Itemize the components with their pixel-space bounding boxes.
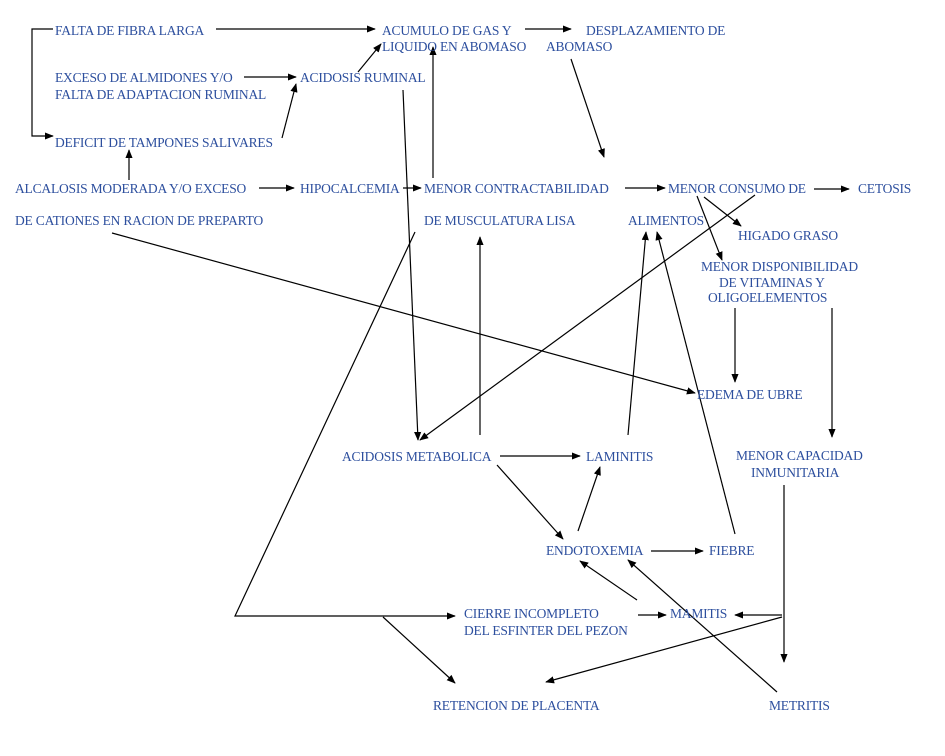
node-acumulo-gas: ACUMULO DE GAS Y bbox=[382, 23, 512, 38]
node-esfinter-pezon: DEL ESFINTER DEL PEZON bbox=[464, 623, 628, 638]
node-deficit-tampones: DEFICIT DE TAMPONES SALIVARES bbox=[55, 135, 273, 150]
node-menor-contractabilidad: MENOR CONTRACTABILIDAD bbox=[424, 181, 609, 196]
arrow-acidosis-ruminal-to-metabolica bbox=[402, 89, 422, 441]
node-abomaso: ABOMASO bbox=[546, 39, 613, 54]
node-vitaminas: DE VITAMINAS Y bbox=[719, 275, 825, 290]
node-laminitis: LAMINITIS bbox=[586, 449, 654, 464]
arrow-mamitis-to-endotoxemia bbox=[579, 560, 638, 601]
arrow-fibra-to-deficit bbox=[31, 28, 54, 140]
arrow-endotoxemia-to-laminitis bbox=[577, 466, 601, 532]
node-menor-capacidad: MENOR CAPACIDAD bbox=[736, 448, 863, 463]
node-endotoxemia: ENDOTOXEMIA bbox=[546, 543, 644, 558]
node-alimentos: ALIMENTOS bbox=[628, 213, 704, 228]
node-falta-fibra: FALTA DE FIBRA LARGA bbox=[55, 23, 205, 38]
node-cetosis: CETOSIS bbox=[858, 181, 912, 196]
node-acidosis-metabolica: ACIDOSIS METABOLICA bbox=[342, 449, 492, 464]
node-exceso-almidones: EXCESO DE ALMIDONES Y/O bbox=[55, 70, 233, 85]
arrow-consumo-to-acidosis-metabolica bbox=[419, 194, 756, 441]
node-cierre-incompleto: CIERRE INCOMPLETO bbox=[464, 606, 599, 621]
arrow-cationes-to-edema bbox=[111, 232, 696, 395]
node-cationes: DE CATIONES EN RACION DE PREPARTO bbox=[15, 213, 263, 228]
arrow-deficit-to-acidosis bbox=[281, 83, 298, 139]
node-musculatura-lisa: DE MUSCULATURA LISA bbox=[424, 213, 576, 228]
node-retencion-placenta: RETENCION DE PLACENTA bbox=[433, 698, 600, 713]
arrow-consumo-to-higado bbox=[703, 196, 742, 227]
arrow-desplazamiento-to-consumo bbox=[570, 58, 605, 158]
node-alcalosis: ALCALOSIS MODERADA Y/O EXCESO bbox=[15, 181, 247, 196]
node-inmunitaria: INMUNITARIA bbox=[751, 465, 840, 480]
node-mamitis: MAMITIS bbox=[670, 606, 728, 621]
arrow-capacidad-to-retencion bbox=[545, 616, 783, 684]
arrow-metritis-to-endotoxemia bbox=[627, 559, 778, 693]
arrow-contract-to-cierre bbox=[234, 231, 456, 620]
arrow-fiebre-to-alimentos bbox=[655, 231, 736, 535]
node-acidosis-ruminal: ACIDOSIS RUMINAL bbox=[300, 70, 426, 85]
node-oligoelementos: OLIGOELEMENTOS bbox=[708, 290, 828, 305]
node-edema-ubre: EDEMA DE UBRE bbox=[697, 387, 803, 402]
node-higado-graso: HIGADO GRASO bbox=[738, 228, 838, 243]
node-fiebre: FIEBRE bbox=[709, 543, 755, 558]
arrow-laminitis-to-alimentos bbox=[627, 231, 649, 436]
node-menor-consumo: MENOR CONSUMO DE bbox=[668, 181, 806, 196]
node-falta-adaptacion: FALTA DE ADAPTACION RUMINAL bbox=[55, 87, 267, 102]
node-hipocalcemia: HIPOCALCEMIA bbox=[300, 181, 400, 196]
node-liquido-abomaso: LIQUIDO EN ABOMASO bbox=[382, 39, 527, 54]
node-menor-disponibilidad: MENOR DISPONIBILIDAD bbox=[701, 259, 858, 274]
arrow-acidosis-to-acumulo bbox=[357, 43, 382, 73]
arrow-metabolica-to-endotoxemia bbox=[496, 464, 564, 540]
node-metritis: METRITIS bbox=[769, 698, 830, 713]
node-desplazamiento: DESPLAZAMIENTO DE bbox=[586, 23, 726, 38]
arrow-to-retencion bbox=[382, 616, 456, 684]
